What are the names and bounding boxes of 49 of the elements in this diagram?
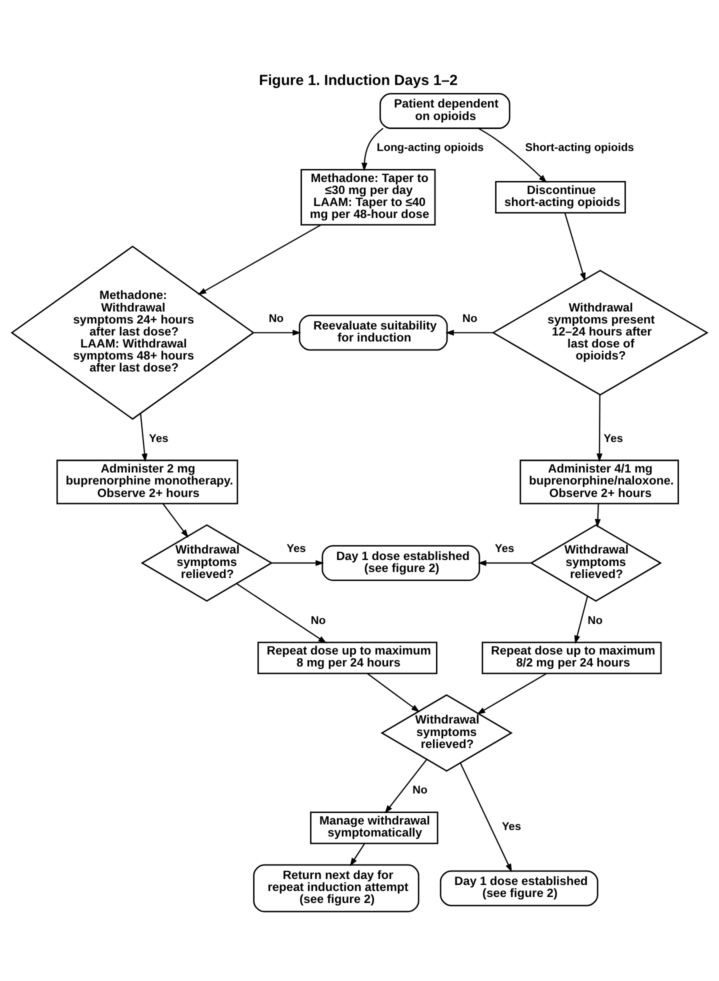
arrow	[478, 560, 531, 566]
arrow	[445, 329, 493, 336]
arrow	[384, 758, 428, 814]
node-box: Repeat dose up to maximum 8/2 mg per 24 hours	[482, 641, 662, 674]
node-box: Reevaluate suitability for induction	[298, 314, 448, 350]
arrow	[361, 127, 384, 171]
arrow	[236, 582, 327, 643]
arrow	[254, 329, 302, 336]
edge-label: Short-acting opioids	[525, 142, 634, 154]
arrow	[140, 412, 148, 462]
node-box: Administer 4/1 mg buprenorphine/naloxone. Observe 2+ hours	[520, 459, 679, 504]
arrow	[478, 127, 548, 182]
edge-label: Yes	[502, 820, 522, 832]
node-diamond: Withdrawal symptoms relieved?	[380, 694, 513, 772]
edge-label: No	[412, 784, 428, 796]
node-diamond: Methadone: Withdrawal symptoms 24+ hours after last dose? LAAM: Withdrawal symptoms 48+ hours after last dose?	[10, 245, 255, 420]
arrow	[350, 842, 366, 866]
node-box: Administer 2 mg buprenorphine monotherapy. Observe 2+ hours	[56, 459, 238, 504]
edge-label: Yes	[604, 432, 623, 444]
arrow	[460, 762, 512, 872]
node-box: Patient dependent on opioids	[380, 92, 510, 128]
arrow	[367, 672, 420, 712]
arrow	[198, 224, 322, 294]
arrow	[162, 502, 189, 538]
edge-label: Yes	[494, 542, 514, 555]
edge-label: Yes	[149, 432, 168, 444]
node-diamond: Withdrawal symptoms present 12–24 hours after last dose of opioids?	[492, 269, 709, 396]
diagram-title: Figure 1. Induction Days 1–2	[259, 72, 458, 88]
node-box: Return next day for repeat induction attempt (see figure 2)	[253, 864, 420, 912]
node-diamond: Withdrawal symptoms relieved?	[530, 524, 662, 602]
edge-label: No	[268, 312, 284, 324]
node-box: Discontinue short-acting opioids	[495, 180, 626, 213]
edge-label: No	[588, 614, 603, 626]
node-box: Day 1 dose established (see figure 2)	[440, 870, 598, 906]
node-diamond: Withdrawal symptoms relieved?	[140, 524, 273, 602]
node-box: Day 1 dose established (see figure 2)	[322, 544, 480, 580]
node-box: Repeat dose up to maximum 8 mg per 24 hours	[257, 641, 438, 674]
node-box: Methadone: Taper to ≤30 mg per day LAAM: Taper to ≤40 mg per 48-hour dose	[300, 168, 436, 226]
edge-label: Long-acting opioids	[376, 142, 484, 154]
arrow	[574, 596, 588, 644]
edge-label: No	[462, 312, 478, 324]
arrow	[596, 394, 602, 462]
node-box: Manage withdrawal symptomatically	[310, 811, 438, 844]
arrow	[476, 672, 547, 714]
arrow	[594, 503, 601, 528]
edge-label: Yes	[286, 542, 306, 555]
arrow	[272, 560, 324, 566]
edge-label: No	[310, 614, 326, 626]
arrow	[564, 212, 586, 281]
